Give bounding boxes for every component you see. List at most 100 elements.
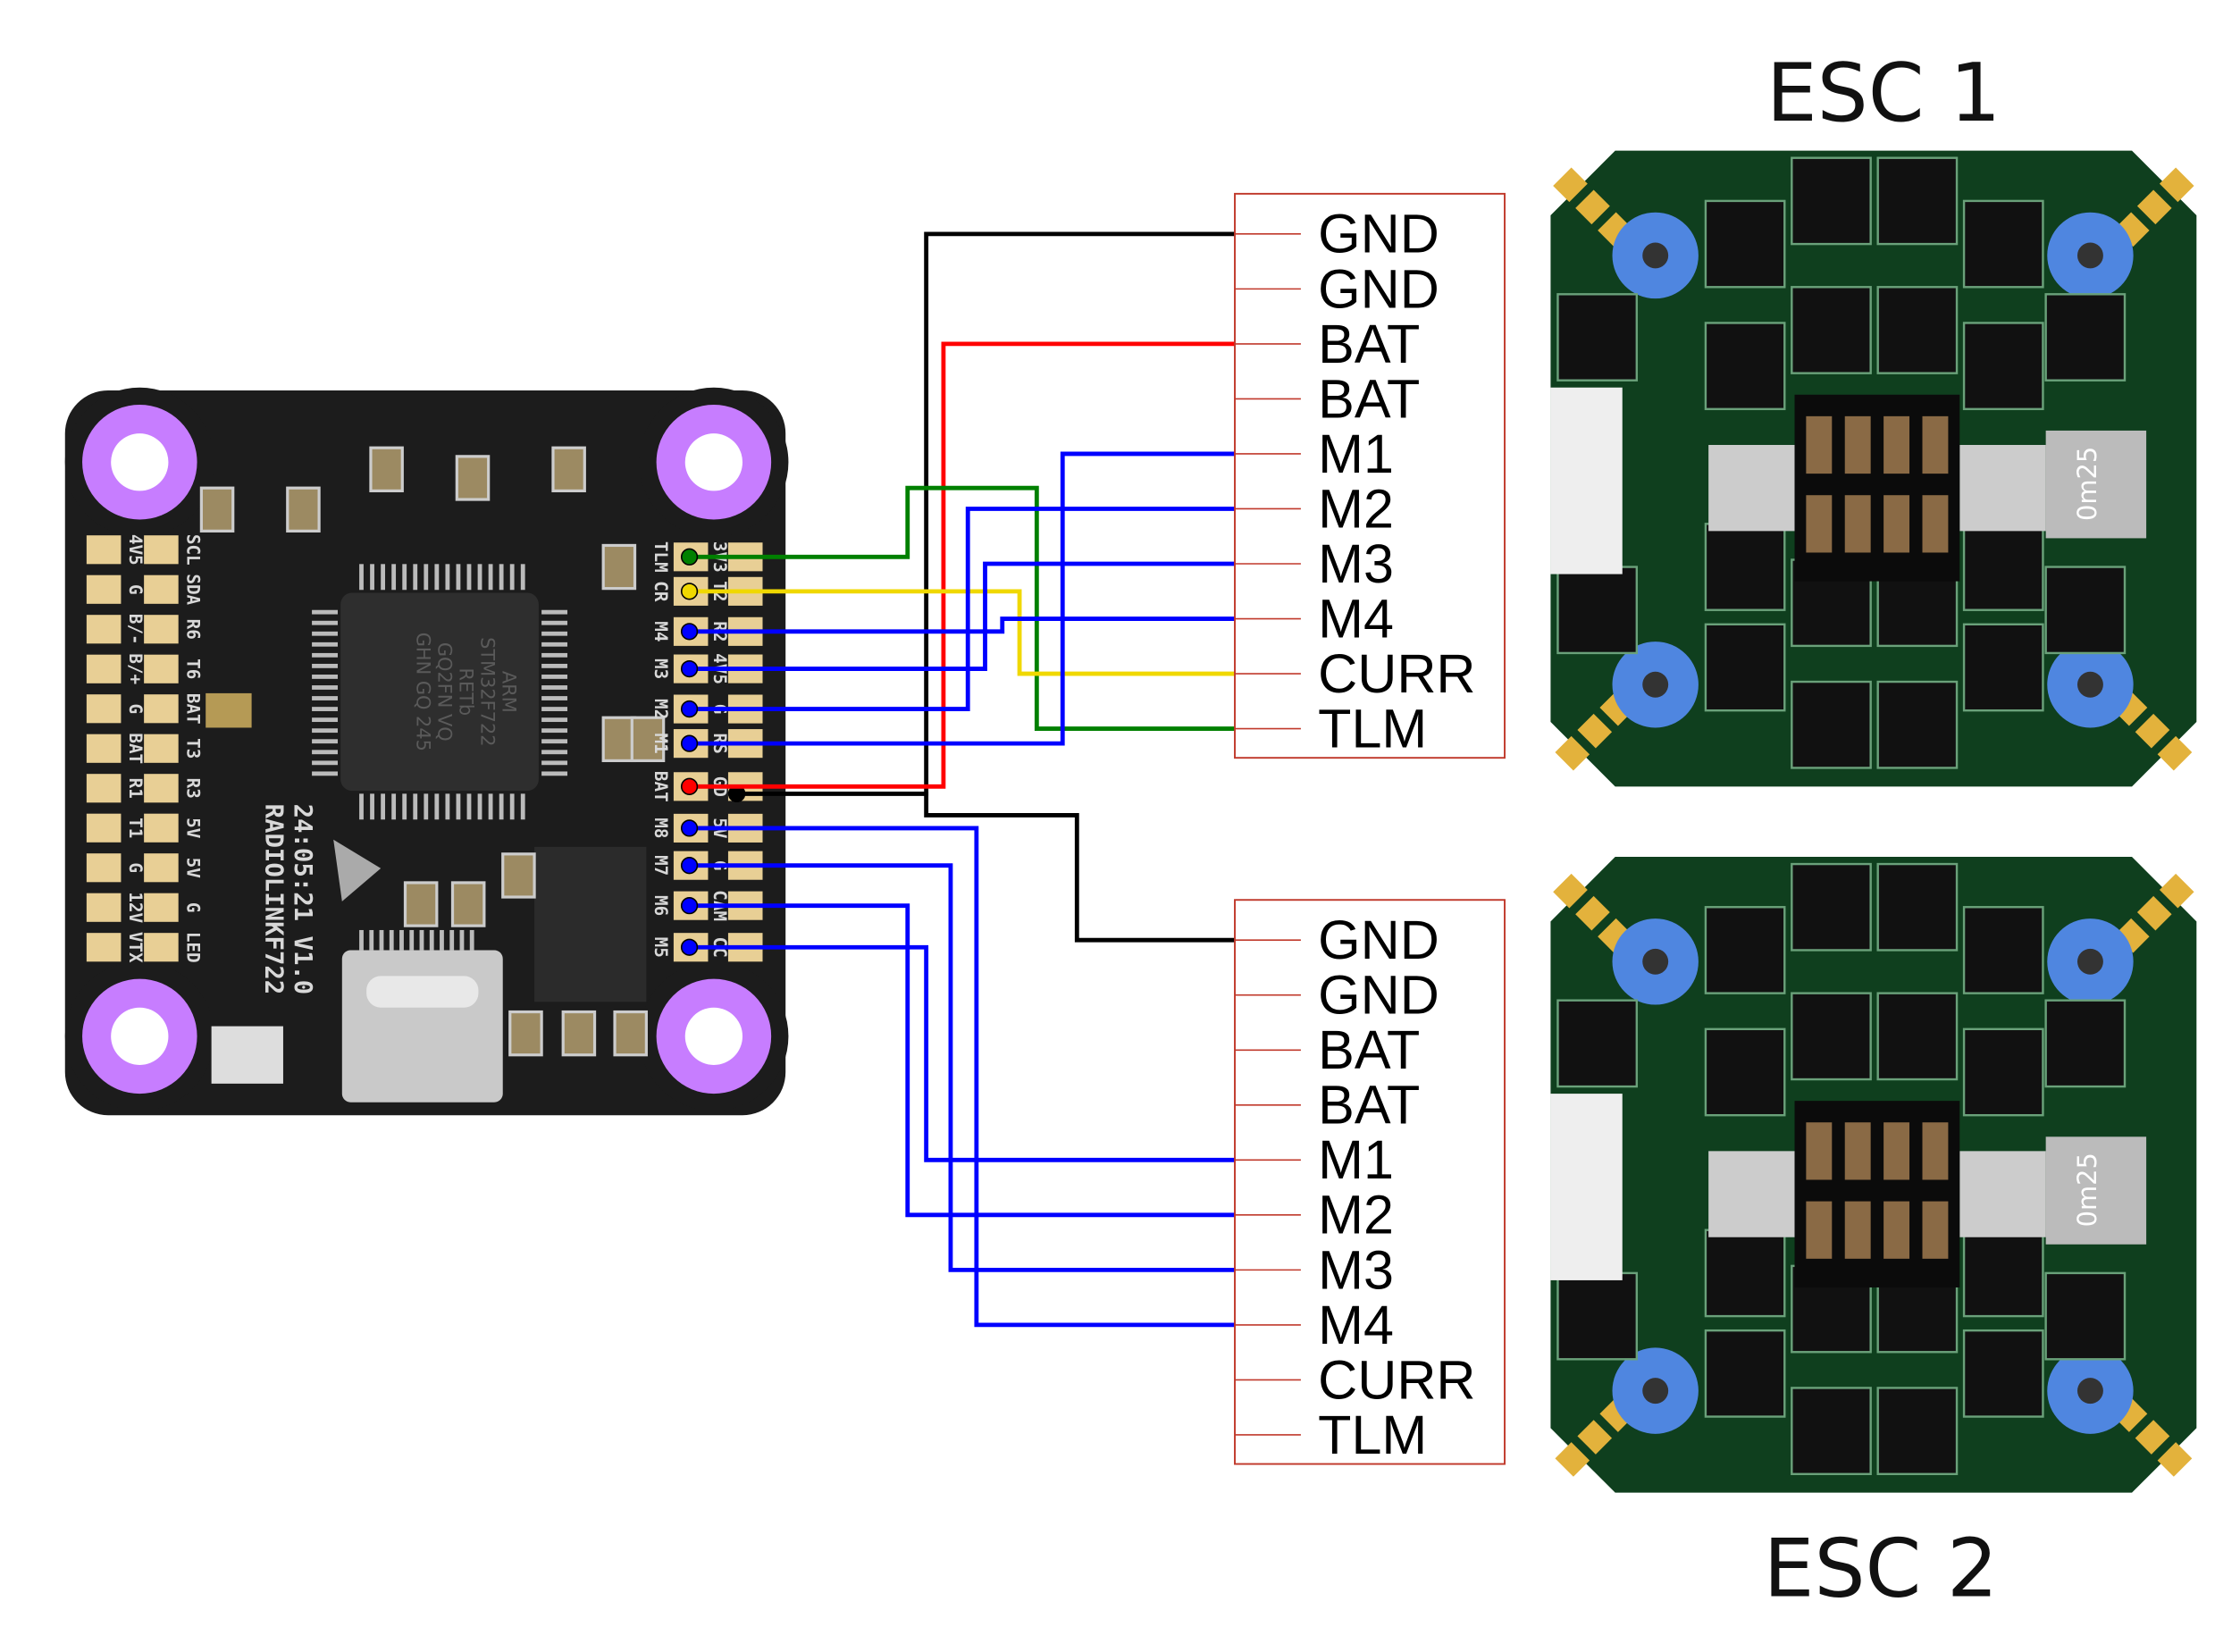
capacitor xyxy=(1806,1201,1833,1259)
mcu-pin xyxy=(391,564,397,591)
pad-label: 5V xyxy=(182,858,203,879)
mosfet xyxy=(1791,862,1872,952)
smd-component xyxy=(501,852,536,899)
pin-label-curr: CURR xyxy=(1318,643,1475,704)
fc-version: 24:05:21 V1.0 xyxy=(289,804,316,995)
pin-label-m2: M2 xyxy=(1318,1185,1394,1245)
capacitor xyxy=(1883,415,1910,474)
mcu-pin xyxy=(370,564,374,591)
pad-left xyxy=(144,615,179,644)
mosfet xyxy=(1876,1387,1959,1476)
mount-hole-center xyxy=(2076,671,2103,698)
motor-pad xyxy=(1598,212,1632,247)
mcu-pin xyxy=(456,793,461,820)
mount-hole-center xyxy=(684,433,743,491)
mcu-pin xyxy=(488,564,493,591)
pad-left xyxy=(86,654,122,683)
pad-label: G xyxy=(182,902,203,913)
mosfet xyxy=(1876,286,1959,374)
motor-pad xyxy=(2135,713,2170,749)
mcu-pin xyxy=(499,793,504,820)
capacitor xyxy=(1844,495,1871,553)
capacitor xyxy=(1806,495,1833,553)
motor-pad xyxy=(2157,1442,2193,1477)
usb-c-port xyxy=(341,950,503,1103)
mcu-pin xyxy=(312,750,338,755)
mosfet xyxy=(1962,523,2044,611)
mosfet xyxy=(1704,199,1786,289)
wire-solder-dot xyxy=(680,819,699,837)
solder-pad xyxy=(1708,1151,1795,1237)
smd-component xyxy=(601,543,637,591)
motor-pad xyxy=(1599,691,1635,726)
pad-label: 12V xyxy=(125,892,146,923)
motor-pad xyxy=(1599,1397,1635,1432)
mcu-pin xyxy=(488,793,493,820)
mcu-pin xyxy=(312,675,338,679)
mcu-pin xyxy=(312,696,338,700)
mcu-pin xyxy=(541,663,568,668)
mcu-pin xyxy=(413,793,418,820)
usb-c-opening xyxy=(366,976,479,1008)
mcu-chip xyxy=(340,592,539,792)
smd-component xyxy=(403,881,439,927)
mcu-pin xyxy=(499,564,504,591)
mcu-pin xyxy=(466,793,472,820)
capacitor xyxy=(1883,495,1910,553)
pad-left xyxy=(144,893,179,922)
pad-label: R3 xyxy=(182,778,203,799)
fc-model: RADIOLINKF722 xyxy=(260,804,288,995)
mcu-pin xyxy=(466,564,472,591)
motor-pad xyxy=(2157,735,2193,771)
wire-solder-dot xyxy=(680,659,699,678)
mcu-pin xyxy=(477,564,482,591)
mosfet xyxy=(1556,999,1639,1088)
wire-solder-dot xyxy=(680,777,699,795)
mcu-pin xyxy=(312,771,338,776)
pin-label-m4: M4 xyxy=(1318,1295,1394,1355)
usb-pin xyxy=(459,929,465,951)
motor-pad xyxy=(1575,895,1610,931)
mosfet xyxy=(1704,1329,1786,1418)
wire-m2-esc1-m2 xyxy=(689,507,1236,711)
mosfet xyxy=(1704,322,1786,411)
boot-button xyxy=(211,1026,283,1084)
mcu-pin xyxy=(381,564,386,591)
mosfet xyxy=(2044,1271,2127,1361)
pad-label: T1 xyxy=(125,818,146,838)
pad-label: B/+ xyxy=(125,653,146,684)
pad-label: B/- xyxy=(125,614,146,645)
mosfet xyxy=(1556,1271,1639,1361)
mosfet xyxy=(1876,680,1959,769)
mosfet xyxy=(1962,623,2044,712)
pin-label-m1: M1 xyxy=(1318,1129,1394,1190)
mcu-pin xyxy=(312,631,338,636)
mcu-pin xyxy=(312,620,338,625)
pad-label: 4V5 xyxy=(125,534,146,566)
mcu-pin xyxy=(312,642,338,647)
wire-m8-esc2-m4 xyxy=(689,826,1236,1328)
mosfet xyxy=(1876,156,1959,246)
pad-left xyxy=(144,774,179,803)
motor-pad xyxy=(2136,189,2172,225)
pad-label: M5 xyxy=(650,937,671,958)
mcu-pin xyxy=(541,675,568,679)
mosfet xyxy=(1962,322,2044,411)
motor-pad xyxy=(2159,167,2194,203)
pad-label: R1 xyxy=(125,778,146,799)
mosfet xyxy=(1556,566,1639,655)
solder-pad xyxy=(1708,444,1795,532)
pad-left xyxy=(86,535,122,565)
pad-left xyxy=(144,933,179,962)
pad-left xyxy=(144,853,179,883)
motor-pad xyxy=(1575,189,1610,225)
pin-label-bat: BAT xyxy=(1318,1075,1420,1136)
mcu-pin xyxy=(391,793,397,820)
pad-label: M7 xyxy=(650,855,671,876)
wire-solder-dot xyxy=(680,548,699,566)
smd-component xyxy=(286,486,321,532)
smd-component xyxy=(450,881,486,927)
pad-label: G xyxy=(125,703,146,714)
